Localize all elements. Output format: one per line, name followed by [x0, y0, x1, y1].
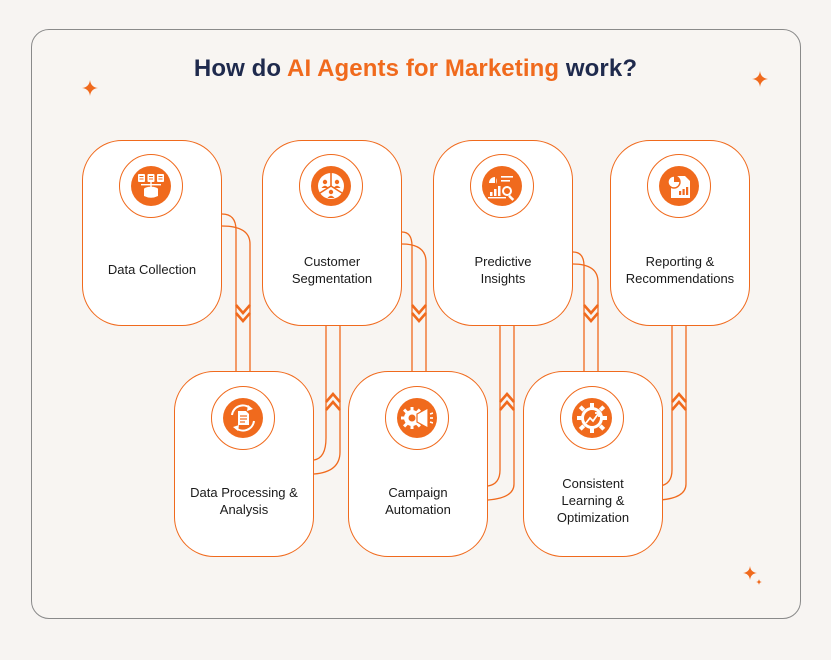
people-pie-icon — [318, 173, 344, 199]
step-label: Campaign Automation — [385, 485, 451, 517]
step-icon-ring — [385, 386, 449, 450]
step-icon-ring — [470, 154, 534, 218]
gear-trend-icon — [577, 403, 607, 433]
chevron-up-icon — [325, 392, 341, 411]
step-label: Reporting & Recommendations — [625, 254, 735, 286]
sparkle-icon — [82, 80, 98, 96]
step-label: Customer Segmentation — [291, 254, 373, 286]
step-card-customer-segmentation: Customer Segmentation — [262, 140, 402, 326]
step-label: Predictive Insights — [474, 254, 532, 286]
chart-magnifier-icon — [488, 176, 515, 201]
pie-chart-report-icon — [667, 175, 690, 198]
step-icon-ring — [560, 386, 624, 450]
step-label: Consistent Learning & Optimization — [556, 476, 630, 525]
document-refresh-icon — [231, 404, 255, 432]
step-icon-ring — [211, 386, 275, 450]
step-icon-ring — [647, 154, 711, 218]
step-icon-ring — [119, 154, 183, 218]
step-card-data-processing: Data Processing & Analysis — [174, 371, 314, 557]
sparkle-icon — [743, 566, 757, 580]
chevron-down-icon — [583, 304, 599, 323]
megaphone-gear-icon — [401, 406, 433, 430]
step-label: Data Collection — [107, 262, 197, 277]
step-icon-ring — [299, 154, 363, 218]
title-highlight: AI Agents for Marketing — [287, 55, 560, 82]
sparkle-icon — [756, 579, 762, 585]
down-connector — [572, 251, 599, 392]
up-connector — [487, 324, 515, 501]
up-connector — [313, 324, 341, 475]
step-label: Data Processing & Analysis — [190, 485, 298, 517]
step-card-campaign-automation: Campaign Automation — [348, 371, 488, 557]
sparkle-icon — [752, 71, 768, 87]
step-card-consistent-learning: Consistent Learning & Optimization — [523, 371, 663, 557]
chevron-down-icon — [411, 304, 427, 323]
down-connector — [221, 213, 251, 392]
page-title: How do AI Agents for Marketing work? — [193, 55, 638, 82]
step-card-data-collection: Data Collection — [82, 140, 222, 326]
step-card-predictive-insights: Predictive Insights — [433, 140, 573, 326]
down-connector — [401, 231, 427, 392]
chevron-up-icon — [671, 392, 687, 411]
chevron-up-icon — [499, 392, 515, 411]
database-icon — [138, 174, 164, 198]
up-connector — [659, 324, 687, 501]
chevron-down-icon — [235, 304, 251, 323]
step-card-reporting: Reporting & Recommendations — [610, 140, 750, 326]
